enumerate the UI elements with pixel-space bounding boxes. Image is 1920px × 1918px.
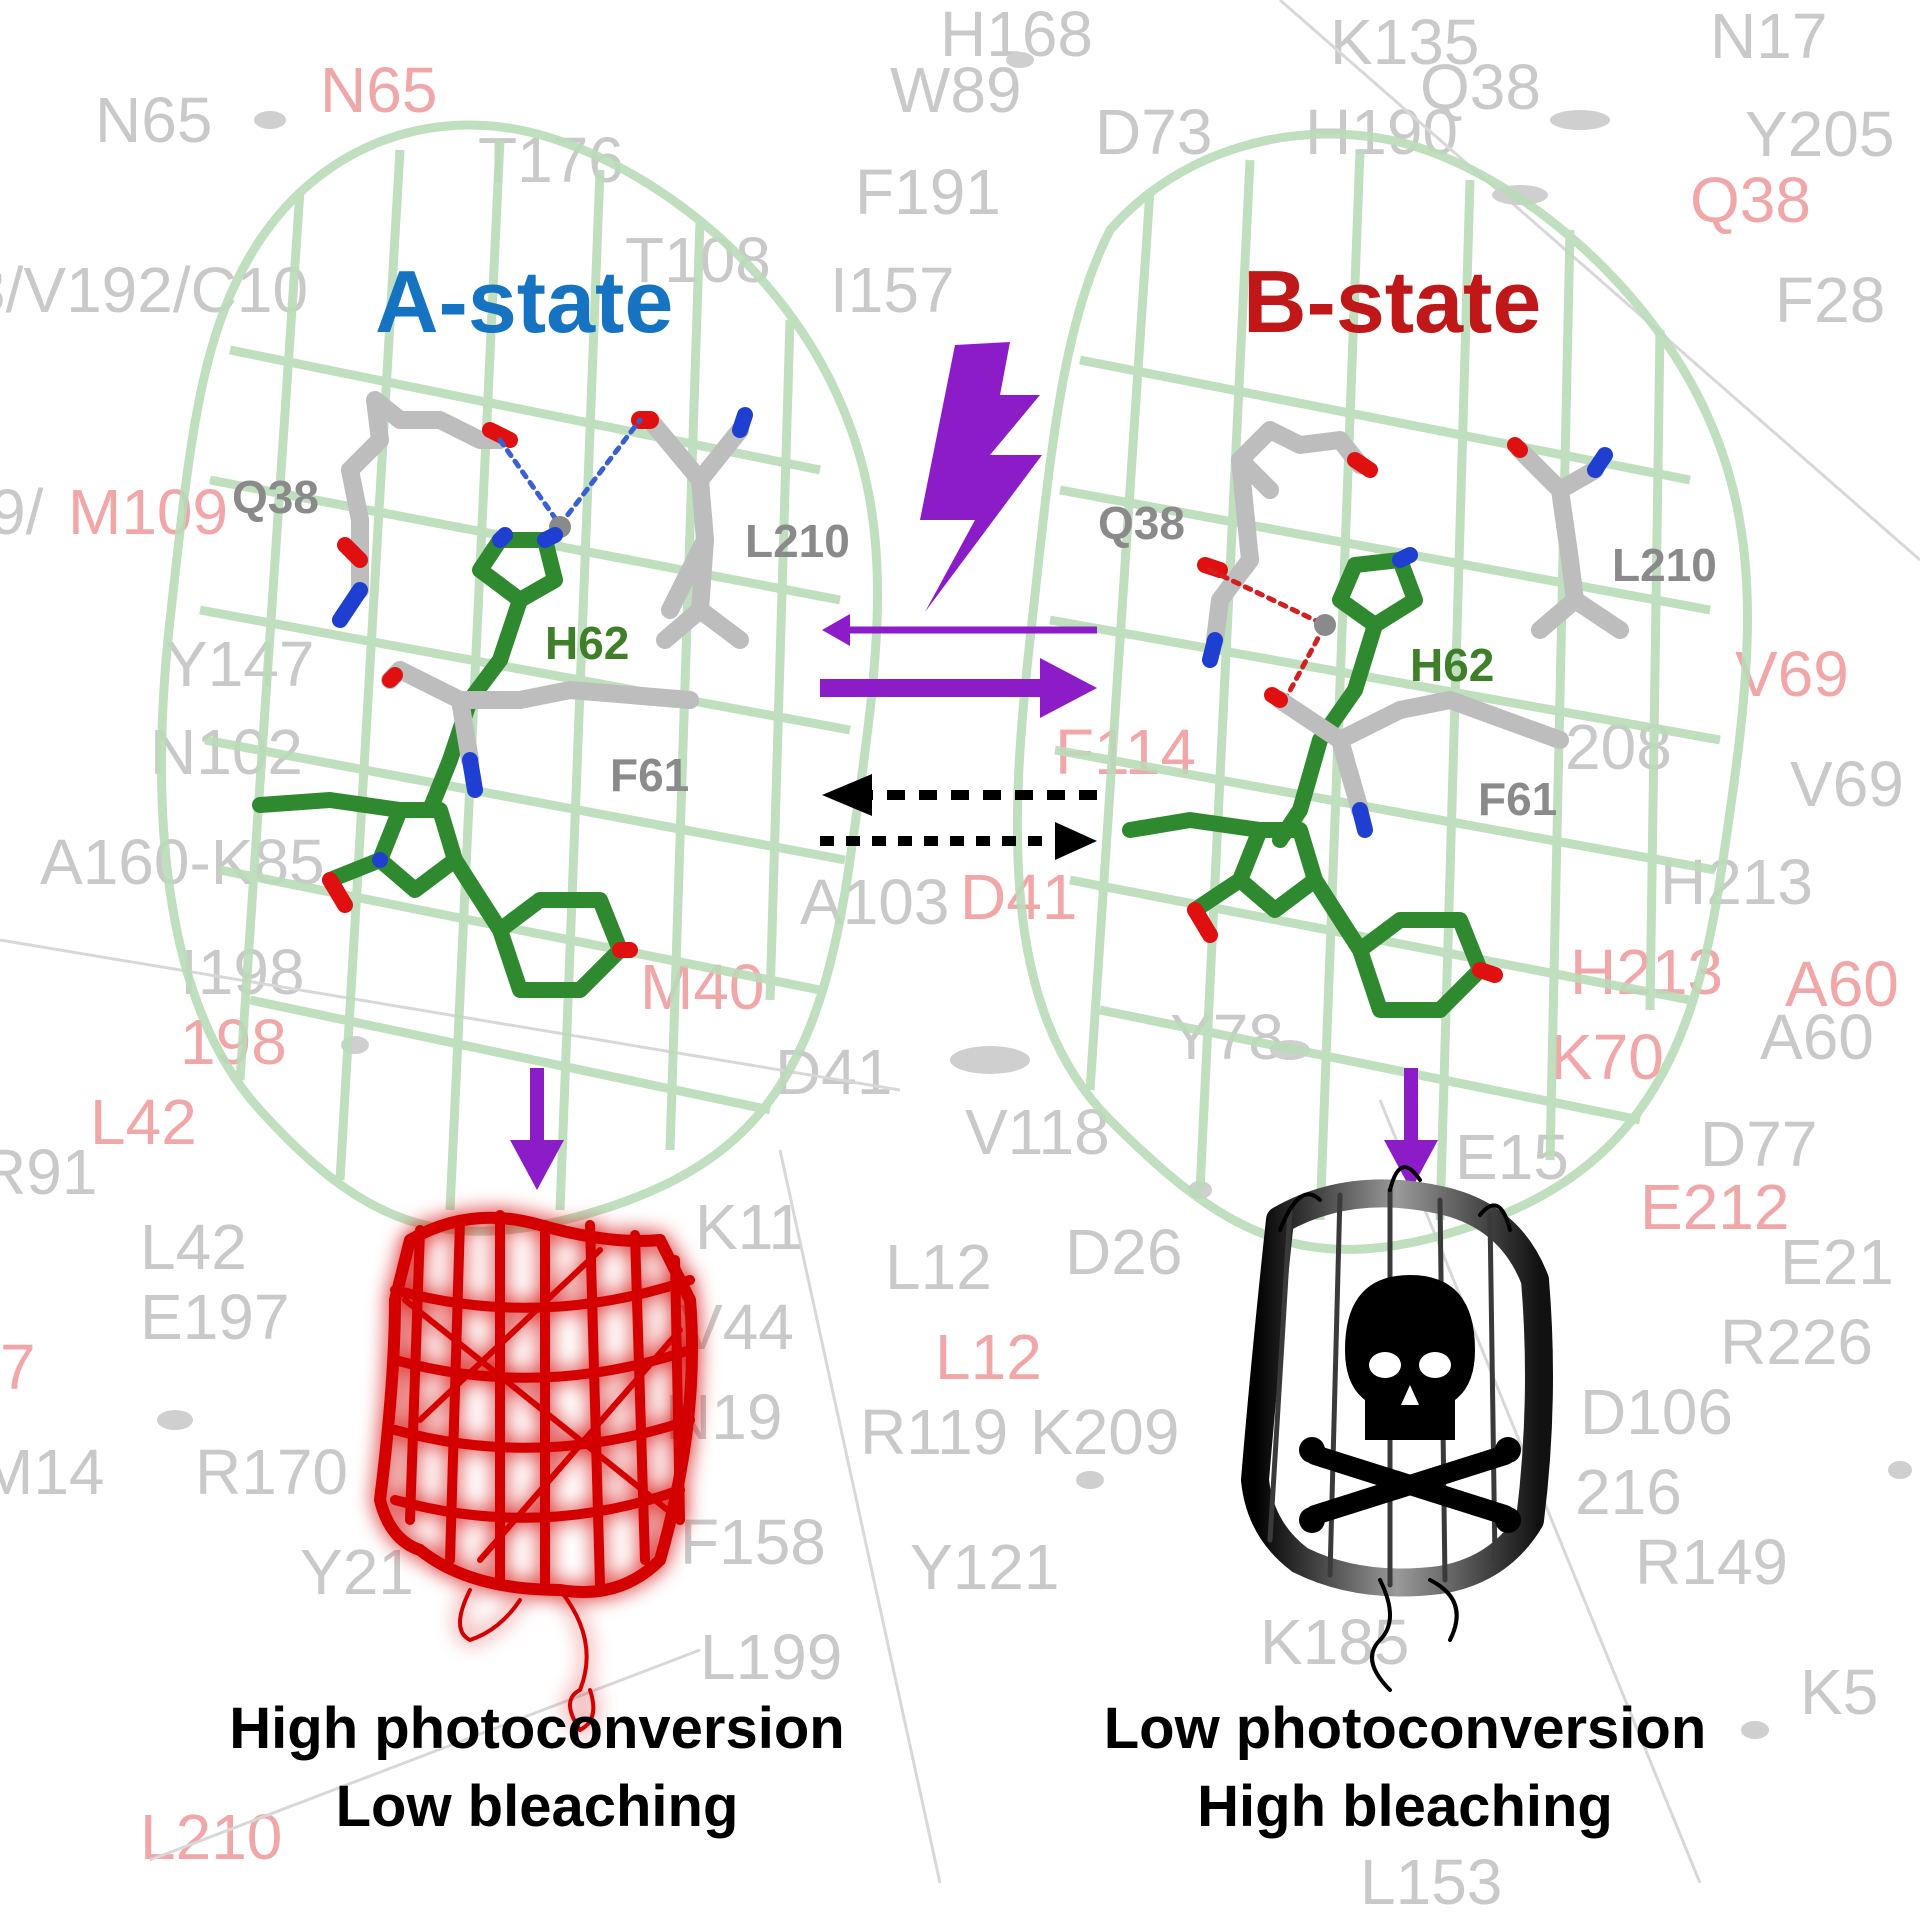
bleached-beta-barrel-icon (1255, 1167, 1539, 1690)
b-state-caption: Low photoconversion High bleaching (1025, 1690, 1785, 1847)
red-beta-barrel-icon (380, 1215, 692, 1730)
a-caption-line-2: Low bleaching (157, 1768, 917, 1846)
b-residue-q38-label: Q38 (1098, 500, 1185, 546)
equilibrium-arrows-icon (820, 614, 1097, 718)
a-residue-h62-label: H62 (545, 620, 629, 666)
a-residue-f61-label: F61 (610, 752, 689, 798)
a-residue-q38-label: Q38 (232, 474, 319, 520)
lightning-bolt-icon (920, 342, 1042, 612)
b-caption-line-2: High bleaching (1025, 1768, 1785, 1846)
b-residue-h62-label: H62 (1410, 642, 1494, 688)
a-state-caption: High photoconversion Low bleaching (157, 1690, 917, 1847)
a-state-title: A-state (375, 258, 673, 346)
a-down-arrow (510, 1068, 564, 1190)
b-state-model (1130, 430, 1620, 1010)
dashed-equilibrium-arrows-icon (820, 774, 1097, 860)
a-residue-l210-label: L210 (745, 518, 850, 564)
a-caption-line-1: High photoconversion (157, 1690, 917, 1768)
b-residue-f61-label: F61 (1478, 776, 1557, 822)
b-caption-line-1: Low photoconversion (1025, 1690, 1785, 1768)
b-state-title: B-state (1243, 258, 1541, 346)
b-residue-l210-label: L210 (1612, 542, 1717, 588)
a-state-model (260, 400, 745, 990)
